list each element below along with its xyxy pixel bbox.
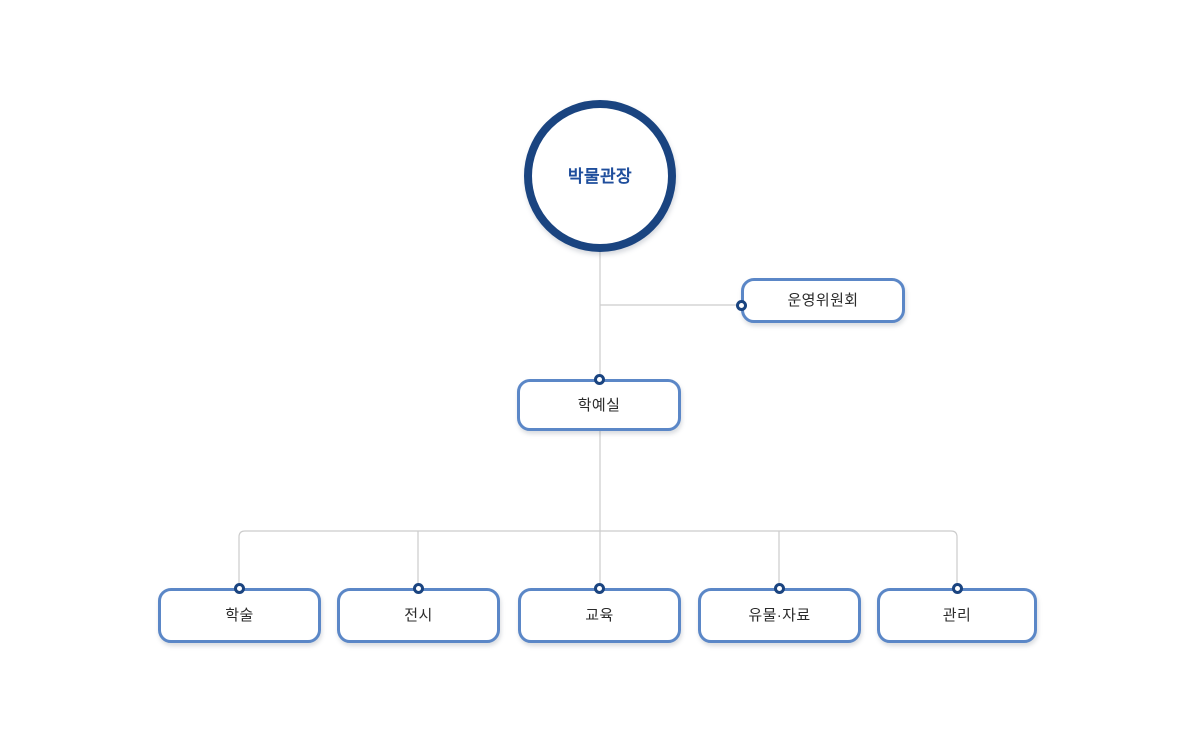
connector-dot-team-management — [952, 583, 963, 594]
connector-dot-operating-committee — [736, 300, 747, 311]
node-label-team-education: 교육 — [585, 607, 614, 624]
connector-dot-team-exhibition — [413, 583, 424, 594]
node-label-team-academic: 학술 — [225, 607, 254, 624]
node-root-museum-director[interactable]: 박물관장 — [524, 100, 676, 252]
node-label-operating-committee: 운영위원회 — [787, 292, 859, 309]
node-team-exhibition[interactable]: 전시 — [337, 588, 500, 643]
node-label-team-artifacts: 유물·자료 — [748, 607, 811, 624]
node-team-education[interactable]: 교육 — [518, 588, 681, 643]
node-label-root: 박물관장 — [567, 166, 633, 186]
node-team-artifacts[interactable]: 유물·자료 — [698, 588, 861, 643]
connector-dot-curatorial-office — [594, 374, 605, 385]
node-label-curatorial-office: 학예실 — [577, 396, 621, 414]
edge-distribution-bus — [238, 530, 958, 588]
connector-dot-team-education — [594, 583, 605, 594]
node-curatorial-office[interactable]: 학예실 — [517, 379, 681, 431]
node-label-team-management: 관리 — [942, 607, 972, 624]
node-operating-committee[interactable]: 운영위원회 — [741, 278, 905, 323]
connector-dot-team-artifacts — [774, 583, 785, 594]
node-team-management[interactable]: 관리 — [877, 588, 1037, 643]
connector-dot-team-academic — [234, 583, 245, 594]
node-team-academic[interactable]: 학술 — [158, 588, 321, 643]
node-label-team-exhibition: 전시 — [404, 607, 433, 624]
